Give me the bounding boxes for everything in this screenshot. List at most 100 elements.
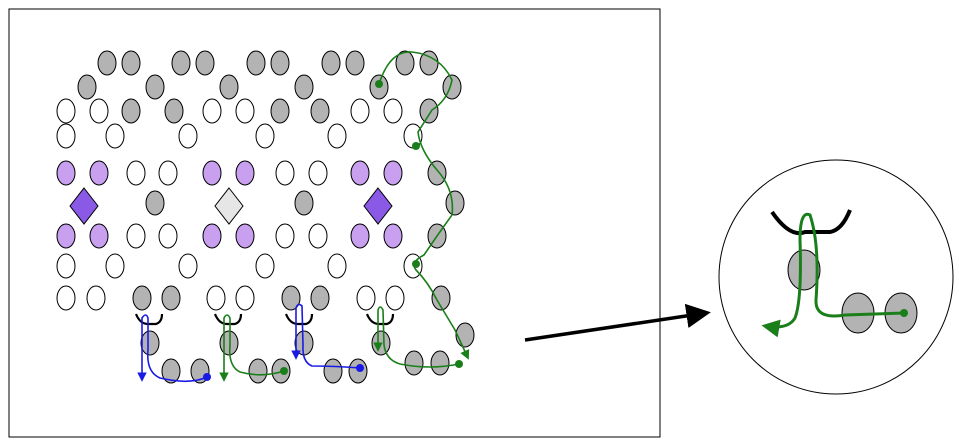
bead-purple — [56, 223, 76, 249]
bead-gray — [310, 285, 330, 311]
bead-gray — [270, 50, 290, 76]
bead-gray — [97, 50, 117, 76]
diamond-beads — [69, 187, 393, 225]
bead-gray — [121, 50, 141, 76]
bead-white — [350, 98, 370, 124]
bead-gray — [404, 350, 424, 376]
bead-gray — [281, 285, 301, 311]
bead-gray — [321, 50, 341, 76]
bead-gray — [427, 160, 447, 186]
bead-gray — [294, 330, 314, 356]
magnified-bead-upper — [787, 249, 821, 291]
bead-gray — [164, 98, 184, 124]
bead-purple — [383, 160, 403, 186]
bead-gray — [323, 358, 343, 384]
bead-white — [89, 98, 109, 124]
bead-purple — [56, 160, 76, 186]
bead-white — [202, 98, 222, 124]
bead-gray — [161, 285, 181, 311]
bead-gray — [132, 285, 152, 311]
bead-gray — [140, 330, 160, 356]
magnified-thread-path — [761, 212, 905, 338]
bead-gray — [161, 358, 181, 384]
bead-gray — [455, 322, 475, 348]
bead-white — [56, 98, 76, 124]
bead-white — [308, 160, 328, 186]
thread-bottom-2 — [219, 314, 285, 382]
bead-purple — [383, 223, 403, 249]
thread-bottom-1-dot — [203, 373, 211, 381]
thread-main-start-dot — [375, 80, 383, 88]
bead-white — [327, 123, 347, 149]
bead-gray — [294, 190, 314, 216]
bead-gray — [145, 74, 165, 100]
thread-bottom-3 — [291, 303, 361, 369]
bead-purple — [350, 160, 370, 186]
thread-bracket-2 — [213, 313, 243, 326]
bead-gray — [371, 330, 391, 356]
bead-gray — [310, 98, 330, 124]
magnified-thread-start-dot — [900, 309, 908, 317]
bead-gray — [77, 74, 97, 100]
bead-gray — [431, 285, 451, 311]
bead-gray — [121, 98, 141, 124]
thread-main-dot-3 — [412, 260, 420, 268]
thread-paths — [134, 51, 470, 383]
bead-gray — [246, 50, 266, 76]
magnifier-circle — [718, 159, 954, 395]
diamond-bead-purple — [363, 187, 393, 225]
bead-white — [105, 123, 125, 149]
bead-white — [206, 285, 226, 311]
bead-white — [383, 98, 403, 124]
magnified-thread-bracket — [770, 209, 852, 235]
bead-white — [56, 285, 76, 311]
bead-purple — [89, 223, 109, 249]
bead-white — [158, 160, 178, 186]
bead-gray — [445, 190, 465, 216]
bead-white — [105, 253, 125, 279]
bead-pattern — [56, 50, 475, 384]
bead-purple — [235, 223, 255, 249]
bead-white — [255, 253, 275, 279]
bead-white — [56, 123, 76, 149]
thread-bottom-3-dot — [356, 364, 364, 372]
bead-gray — [270, 98, 290, 124]
thread-bracket-1 — [134, 313, 164, 326]
bead-white — [275, 223, 295, 249]
bead-white — [56, 253, 76, 279]
bead-gray — [171, 50, 191, 76]
diamond-bead-light — [214, 187, 244, 225]
bead-white — [327, 253, 347, 279]
bead-white — [86, 285, 106, 311]
thread-bottom-4-dot — [455, 360, 463, 368]
bead-white — [275, 160, 295, 186]
bead-gray — [145, 190, 165, 216]
bead-white — [126, 223, 146, 249]
bead-purple — [89, 160, 109, 186]
bead-white — [126, 160, 146, 186]
bead-gray — [395, 50, 415, 76]
bead-gray — [294, 74, 314, 100]
magnify-pointer-arrow — [524, 303, 711, 342]
bead-purple — [202, 223, 222, 249]
bead-gray — [419, 98, 439, 124]
bead-white — [235, 285, 255, 311]
diamond-bead-purple — [69, 187, 99, 225]
bead-white — [308, 223, 328, 249]
thread-main-dot-2 — [412, 142, 420, 150]
thread-main-green — [378, 51, 470, 360]
bead-white — [235, 98, 255, 124]
bead-gray — [219, 74, 239, 100]
bead-purple — [350, 223, 370, 249]
bead-gray — [345, 50, 365, 76]
magnifier-detail — [718, 159, 954, 395]
bead-white — [385, 285, 405, 311]
bead-purple — [202, 160, 222, 186]
thread-bottom-4 — [373, 306, 460, 368]
bead-purple — [235, 160, 255, 186]
thread-bottom-2-dot — [280, 367, 288, 375]
bead-gray — [248, 358, 268, 384]
bead-white — [178, 253, 198, 279]
bead-white — [178, 123, 198, 149]
